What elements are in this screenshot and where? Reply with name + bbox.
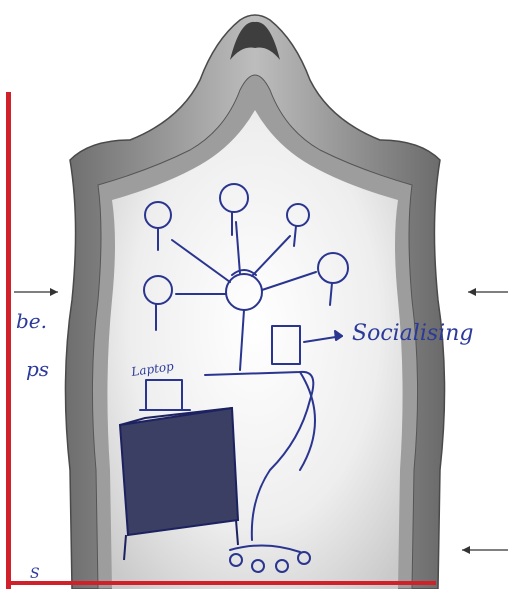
partial-label-s: S bbox=[30, 566, 40, 582]
red-margin-line bbox=[6, 92, 11, 589]
right-arrow-bottom bbox=[462, 546, 508, 554]
right-arrow-top bbox=[468, 288, 508, 296]
red-bottom-line bbox=[6, 581, 436, 585]
left-arrow bbox=[14, 288, 58, 296]
partial-label-be: be. bbox=[16, 309, 47, 333]
partial-label-ps: ps bbox=[26, 357, 49, 381]
socialising-label: Socialising bbox=[352, 321, 473, 346]
